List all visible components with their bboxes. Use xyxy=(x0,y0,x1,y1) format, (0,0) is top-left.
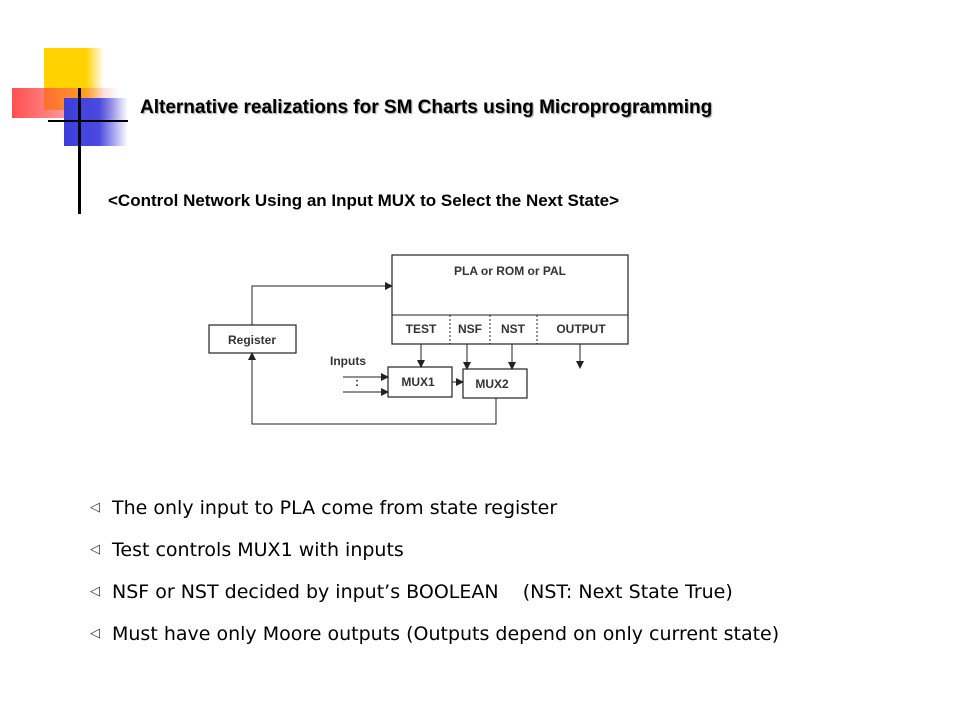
mux2-label: MUX2 xyxy=(475,377,509,391)
bullet-text: The only input to PLA come from state re… xyxy=(112,497,558,519)
register-to-pla-arrow xyxy=(251,282,393,325)
bullet-item: ◁ The only input to PLA come from state r… xyxy=(90,487,779,529)
bullet-item: ◁ Test controls MUX1 with inputs xyxy=(90,529,779,571)
register-box xyxy=(208,324,297,354)
decor-vertical-line xyxy=(78,88,81,214)
bullet-marker-icon: ◁ xyxy=(90,542,100,557)
bullet-text: Test controls MUX1 with inputs xyxy=(112,539,404,561)
field-nst-label: NST xyxy=(501,322,526,336)
inputs-ellipsis: : xyxy=(355,375,359,389)
bullet-marker-icon: ◁ xyxy=(90,500,100,515)
register-label: Register xyxy=(228,333,276,347)
bullet-list: ◁ The only input to PLA come from state r… xyxy=(90,487,779,655)
decor-blue-block xyxy=(64,98,128,146)
mux2-to-register-arrow xyxy=(248,352,497,425)
bullet-marker-icon: ◁ xyxy=(90,584,100,599)
inputs-label: Inputs xyxy=(330,354,366,368)
field-nsf-label: NSF xyxy=(458,322,482,336)
slide-subtitle: <Control Network Using an Input MUX to S… xyxy=(108,191,620,210)
bullet-item: ◁ NSF or NST decided by input’s BOOLEAN (… xyxy=(90,571,779,613)
mux1-box xyxy=(387,366,453,398)
field-test-label: TEST xyxy=(406,322,437,336)
bullet-item: ◁ Must have only Moore outputs (Outputs d… xyxy=(90,613,779,655)
pla-label: PLA or ROM or PAL xyxy=(454,264,566,278)
field-output-label: OUTPUT xyxy=(556,322,606,336)
pla-box xyxy=(391,254,629,345)
bullet-text: Must have only Moore outputs (Outputs de… xyxy=(112,623,780,645)
bullet-text: NSF or NST decided by input’s BOOLEAN (N… xyxy=(112,581,733,603)
decor-horizontal-line xyxy=(48,120,128,122)
slide-title: Alternative realizations for SM Charts u… xyxy=(140,97,713,118)
mux1-label: MUX1 xyxy=(401,375,435,389)
bullet-marker-icon: ◁ xyxy=(90,626,100,641)
